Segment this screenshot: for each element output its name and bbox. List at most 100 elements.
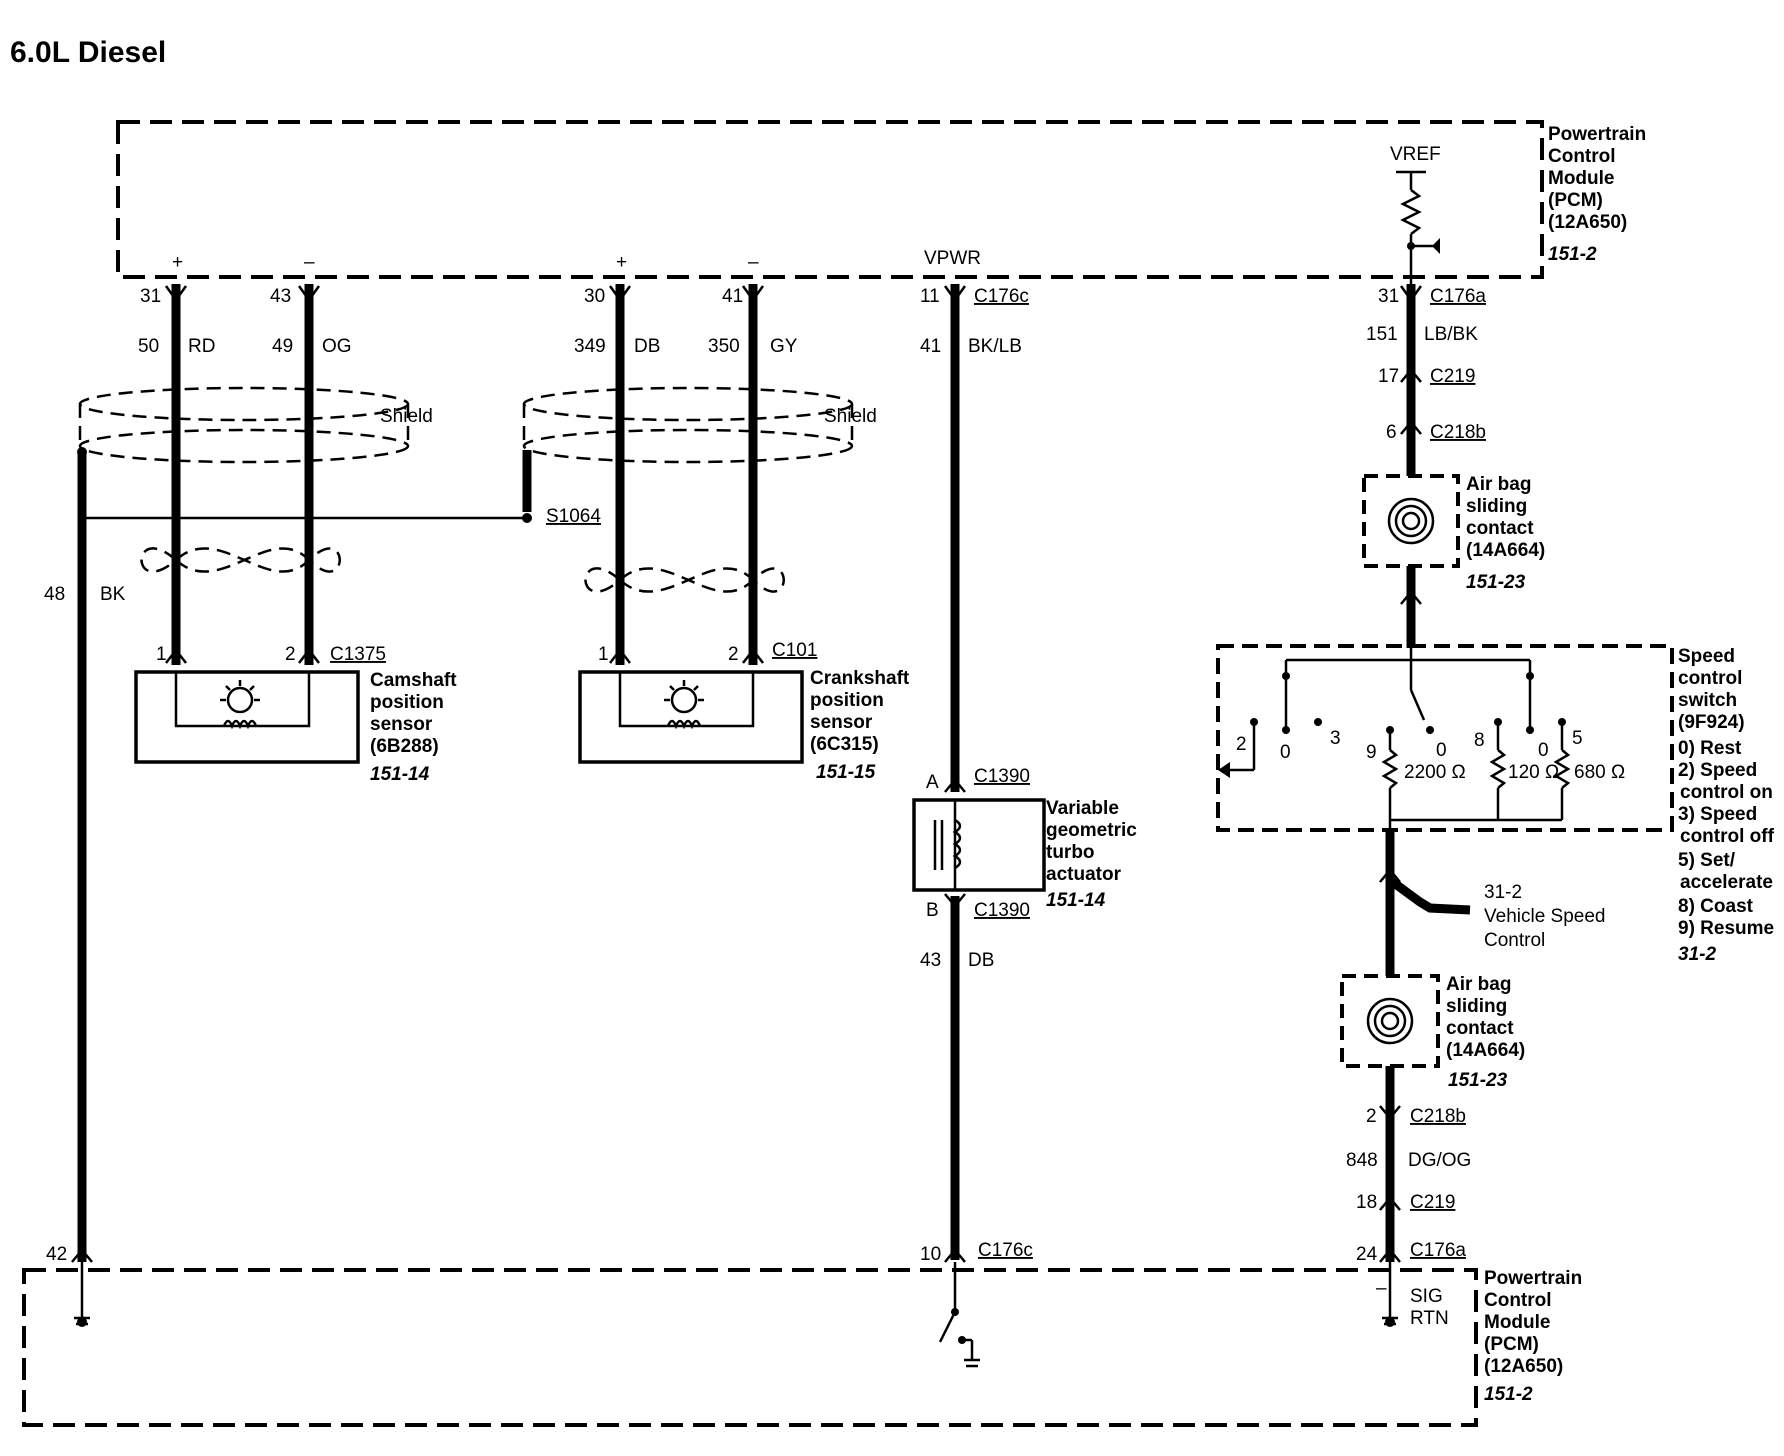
crankshaft-shield-label: Shield (824, 406, 877, 427)
svg-text:(14A664): (14A664) (1446, 1040, 1525, 1061)
svg-text:C219: C219 (1410, 1192, 1455, 1213)
svg-text:C1390: C1390 (974, 900, 1030, 921)
svg-text:Air bag: Air bag (1446, 974, 1511, 995)
svg-text:17: 17 (1378, 366, 1399, 387)
pcm-top-label: Powertrain Control Module (PCM) (12A650)… (1548, 124, 1646, 265)
svg-text:–: – (748, 252, 759, 273)
svg-text:(6C315): (6C315) (810, 734, 879, 755)
svg-text:–: – (304, 252, 315, 273)
resistor-680: 680 Ω (1574, 762, 1625, 783)
crankshaft-sensor (578, 670, 804, 764)
svg-text:Control: Control (1484, 930, 1545, 951)
turbo-circuit: VPWR 11 C176c 41 BK/LB A C1390 Variable … (912, 248, 1137, 1368)
svg-text:DB: DB (968, 950, 994, 971)
svg-text:0) Rest: 0) Rest (1678, 738, 1742, 759)
svg-text:8) Coast: 8) Coast (1678, 896, 1754, 917)
svg-text:C219: C219 (1430, 366, 1475, 387)
svg-text:accelerate: accelerate (1680, 872, 1773, 893)
svg-text:control: control (1678, 668, 1742, 689)
svg-text:1: 1 (156, 644, 167, 665)
svg-text:turbo: turbo (1046, 842, 1095, 863)
svg-text:2: 2 (1366, 1106, 1377, 1127)
svg-text:2: 2 (1236, 734, 1247, 755)
svg-text:–: – (1376, 1278, 1387, 1299)
vpwr-label: VPWR (924, 248, 981, 269)
svg-text:151-2: 151-2 (1484, 1384, 1533, 1405)
svg-text:(PCM): (PCM) (1484, 1334, 1539, 1355)
svg-text:Control: Control (1548, 146, 1616, 167)
vref-label: VREF (1390, 144, 1441, 165)
crankshaft-connector: C101 (772, 640, 817, 661)
svg-text:0: 0 (1436, 740, 1447, 761)
svg-text:(6B288): (6B288) (370, 736, 439, 757)
vsc-ref: 31-2 (1484, 882, 1522, 903)
svg-text:6: 6 (1386, 422, 1397, 443)
gear-icon (220, 680, 260, 730)
crankshaft-circuit: + – 30 41 349 DB 350 GY Shield 1 2 C101 … (522, 252, 910, 783)
speed-control-switch: 2 0 3 9 0 2200 Ω 8 0 5 120 Ω 680 Ω Speed… (1216, 644, 1775, 965)
svg-text:sensor: sensor (810, 712, 873, 733)
turbo-actuator (912, 798, 1046, 892)
svg-text:(12A650): (12A650) (1548, 212, 1627, 233)
svg-text:9) Resume: 9) Resume (1678, 918, 1774, 939)
speed-control-top: VREF 31 C176a 151 LB/BK 17 C219 6 C218b (1366, 144, 1486, 476)
svg-text:42: 42 (46, 1244, 67, 1265)
svg-text:0: 0 (1538, 740, 1549, 761)
svg-text:RD: RD (188, 336, 215, 357)
svg-text:sensor: sensor (370, 714, 433, 735)
svg-text:43: 43 (920, 950, 941, 971)
svg-text:848: 848 (1346, 1150, 1378, 1171)
svg-text:C176c: C176c (974, 286, 1029, 307)
sig-rtn-label: SIG (1410, 1286, 1443, 1307)
svg-text:C176c: C176c (978, 1240, 1033, 1261)
svg-text:349: 349 (574, 336, 606, 357)
svg-text:geometric: geometric (1046, 820, 1137, 841)
svg-text:2: 2 (285, 644, 296, 665)
svg-text:B: B (926, 900, 939, 921)
svg-text:3) Speed: 3) Speed (1678, 804, 1757, 825)
svg-text:OG: OG (322, 336, 352, 357)
svg-text:+: + (616, 252, 627, 273)
svg-text:Variable: Variable (1046, 798, 1119, 819)
solenoid-icon (933, 818, 962, 870)
svg-text:Powertrain: Powertrain (1484, 1268, 1582, 1289)
svg-text:151-2: 151-2 (1548, 244, 1597, 265)
svg-text:control on: control on (1680, 782, 1773, 803)
svg-text:151-23: 151-23 (1448, 1070, 1508, 1091)
svg-text:5) Set/: 5) Set/ (1678, 850, 1736, 871)
svg-text:C218b: C218b (1410, 1106, 1466, 1127)
svg-text:(9F924): (9F924) (1678, 712, 1745, 733)
svg-text:position: position (370, 692, 444, 713)
svg-text:C176a: C176a (1410, 1240, 1466, 1261)
svg-text:151-15: 151-15 (816, 762, 876, 783)
svg-text:Module: Module (1484, 1312, 1551, 1333)
speed-control-bottom: 31-2 Vehicle Speed Control Air bag slidi… (1340, 832, 1606, 1329)
svg-text:50: 50 (138, 336, 159, 357)
svg-text:31-2: 31-2 (1678, 944, 1716, 965)
svg-text:41: 41 (722, 286, 743, 307)
svg-text:10: 10 (920, 1244, 941, 1265)
svg-text:Crankshaft: Crankshaft (810, 668, 910, 689)
svg-text:control off: control off (1680, 826, 1775, 847)
svg-text:S1064: S1064 (546, 506, 601, 527)
pcm-top-box (116, 120, 1544, 279)
page-title: 6.0L Diesel (10, 36, 166, 69)
svg-text:Air bag: Air bag (1466, 474, 1531, 495)
svg-text:31: 31 (1378, 286, 1399, 307)
svg-text:RTN: RTN (1410, 1308, 1449, 1329)
svg-text:BK: BK (100, 584, 126, 605)
clockspring-icon (1387, 497, 1435, 545)
camshaft-connector: C1375 (330, 644, 386, 665)
pcm-bottom-label: Powertrain Control Module (PCM) (12A650)… (1484, 1268, 1582, 1405)
svg-text:3: 3 (1330, 728, 1341, 749)
resistor-2200: 2200 Ω (1404, 762, 1466, 783)
svg-text:contact: contact (1446, 1018, 1514, 1039)
svg-text:49: 49 (272, 336, 293, 357)
svg-text:(PCM): (PCM) (1548, 190, 1603, 211)
camshaft-sensor (134, 670, 360, 764)
svg-text:actuator: actuator (1046, 864, 1122, 885)
svg-text:position: position (810, 690, 884, 711)
gear-icon (664, 680, 704, 730)
svg-text:contact: contact (1466, 518, 1534, 539)
